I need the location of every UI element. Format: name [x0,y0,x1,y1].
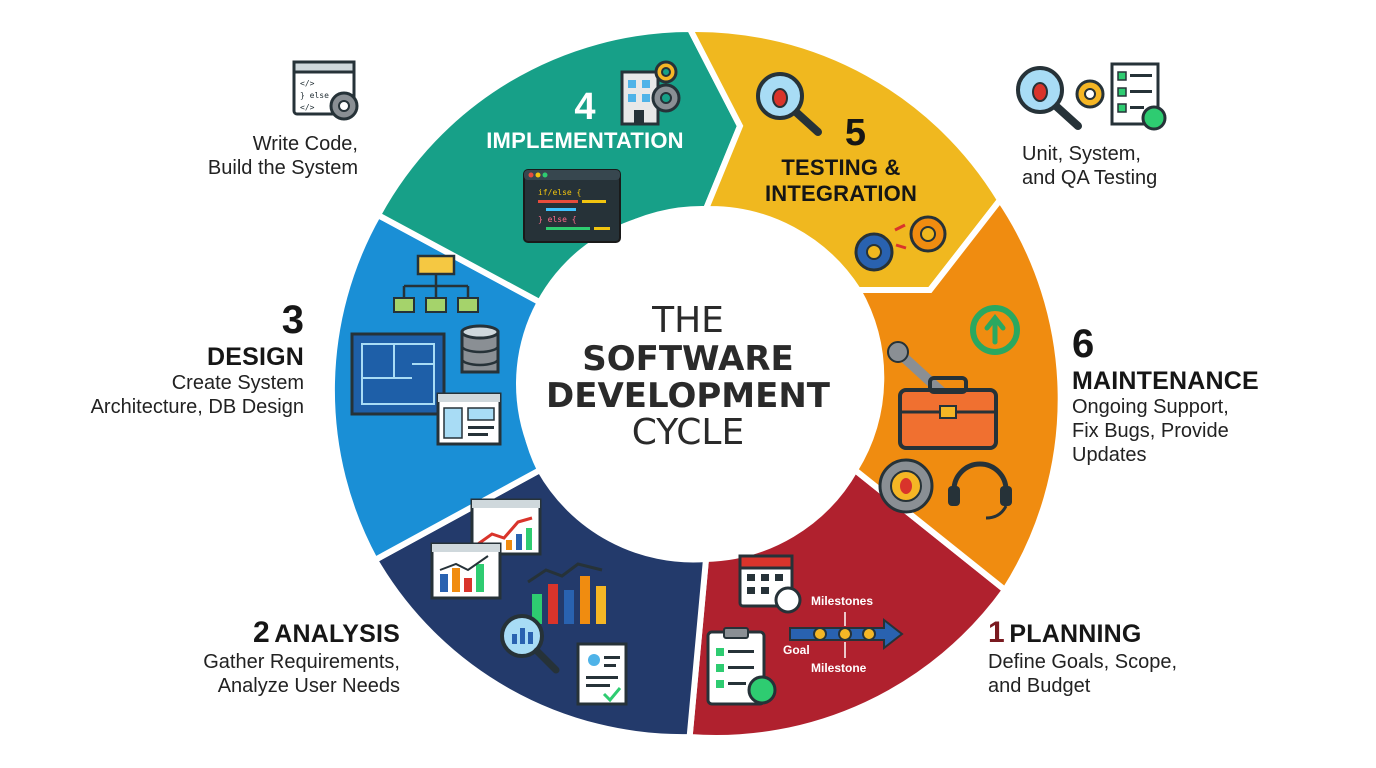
title-line: THE [652,300,724,341]
description-line: Define Goals, Scope, [988,650,1177,673]
gear-icon [651,83,681,113]
title-line: DEVELOPMENT [546,375,830,416]
stage-design-label: 3 DESIGN Create System Architecture, DB … [40,298,304,419]
milestones-label: Milestones [811,594,873,608]
description-line: Unit, System, [1022,143,1141,165]
line-chart-icon [470,498,542,556]
stage-name: ANALYSIS [274,620,400,648]
wireframe-icon [436,392,502,446]
goal-label: Goal [783,643,810,657]
refresh-icon [970,305,1020,355]
stage-name: PLANNING [1009,620,1142,648]
description-line: and QA Testing [1022,167,1158,189]
description-line: Fix Bugs, Provide [1072,419,1229,442]
calendar-icon [738,554,802,614]
bug-magnifier-icon [756,72,822,136]
gear-icon [329,91,359,121]
description-line: Create System [171,371,304,394]
flowchart-icon [393,254,479,313]
stage-number: 1 [988,616,1005,649]
gear-icon [1075,79,1105,109]
stage-name: IMPLEMENTATION [486,127,684,153]
code-editor-icon: if/else { } else { [523,169,621,243]
stage-name: TESTING & [781,154,901,180]
description-line: Updates [1072,443,1147,466]
description-line: Architecture, DB Design [90,395,304,418]
title-line: SOFTWARE [582,338,794,379]
description-line: Build the System [207,157,358,179]
database-icon [460,324,500,374]
stage-number: 6 [1072,322,1095,366]
stage-name: DESIGN [206,342,304,371]
description-line: and Budget [988,674,1091,697]
code-line: </> [300,79,315,88]
code-line: } else { [538,215,577,224]
cycle-title: THE SOFTWARE DEVELOPMENT CYCLE [538,300,838,454]
description-line: Write Code, [252,133,358,155]
bug-gear-icon [878,458,934,514]
timeline-arrow-icon [789,612,904,658]
milestone-label: Milestone [811,661,867,675]
segment-planning [686,465,1010,741]
stage-implementation-label: 4 IMPLEMENTATION [470,86,700,153]
stage-testing-label: 5 TESTING & INTEGRATION [756,112,926,207]
description-line: Ongoing Support, [1072,395,1229,418]
center-circle [516,210,864,558]
code-line: } else [300,91,329,100]
bar-chart-icon [430,542,502,600]
blueprint-icon [350,332,446,416]
gears-icon [854,215,947,272]
stage-planning-label: 1 PLANNING Define Goals, Scope, and Budg… [988,616,1248,698]
stage-analysis-label: 2 ANALYSIS Gather Requirements, Analyze … [130,616,400,698]
code-line: </> [300,103,315,112]
description-line: Analyze User Needs [217,674,400,697]
stage-implementation-description: Write Code, Build the System [158,132,358,180]
bar-chart-icon [527,562,606,624]
bug-magnifier-icon [1016,66,1082,130]
checklist-icon [1110,62,1167,131]
stage-maintenance-label: 6 MAINTENANCE Ongoing Support, Fix Bugs,… [1072,322,1332,467]
stage-number: 4 [574,86,596,128]
stage-name: INTEGRATION [764,180,918,206]
stage-number: 5 [844,112,866,154]
toolbox-icon [898,376,998,450]
gear-icon [654,60,678,84]
stage-name: MAINTENANCE [1072,366,1259,395]
profile-document-icon [576,642,628,706]
headset-icon [948,461,1012,520]
code-line: if/else { [538,188,581,197]
stage-number: 3 [281,298,304,342]
stage-number: 2 [252,616,270,649]
clipboard-check-icon [706,627,777,706]
title-line: CYCLE [631,412,745,454]
magnifier-chart-icon [500,614,560,674]
description-line: Gather Requirements, [203,650,400,673]
stage-testing-description: Unit, System, and QA Testing [1022,142,1222,190]
wrench-icon [887,341,950,400]
